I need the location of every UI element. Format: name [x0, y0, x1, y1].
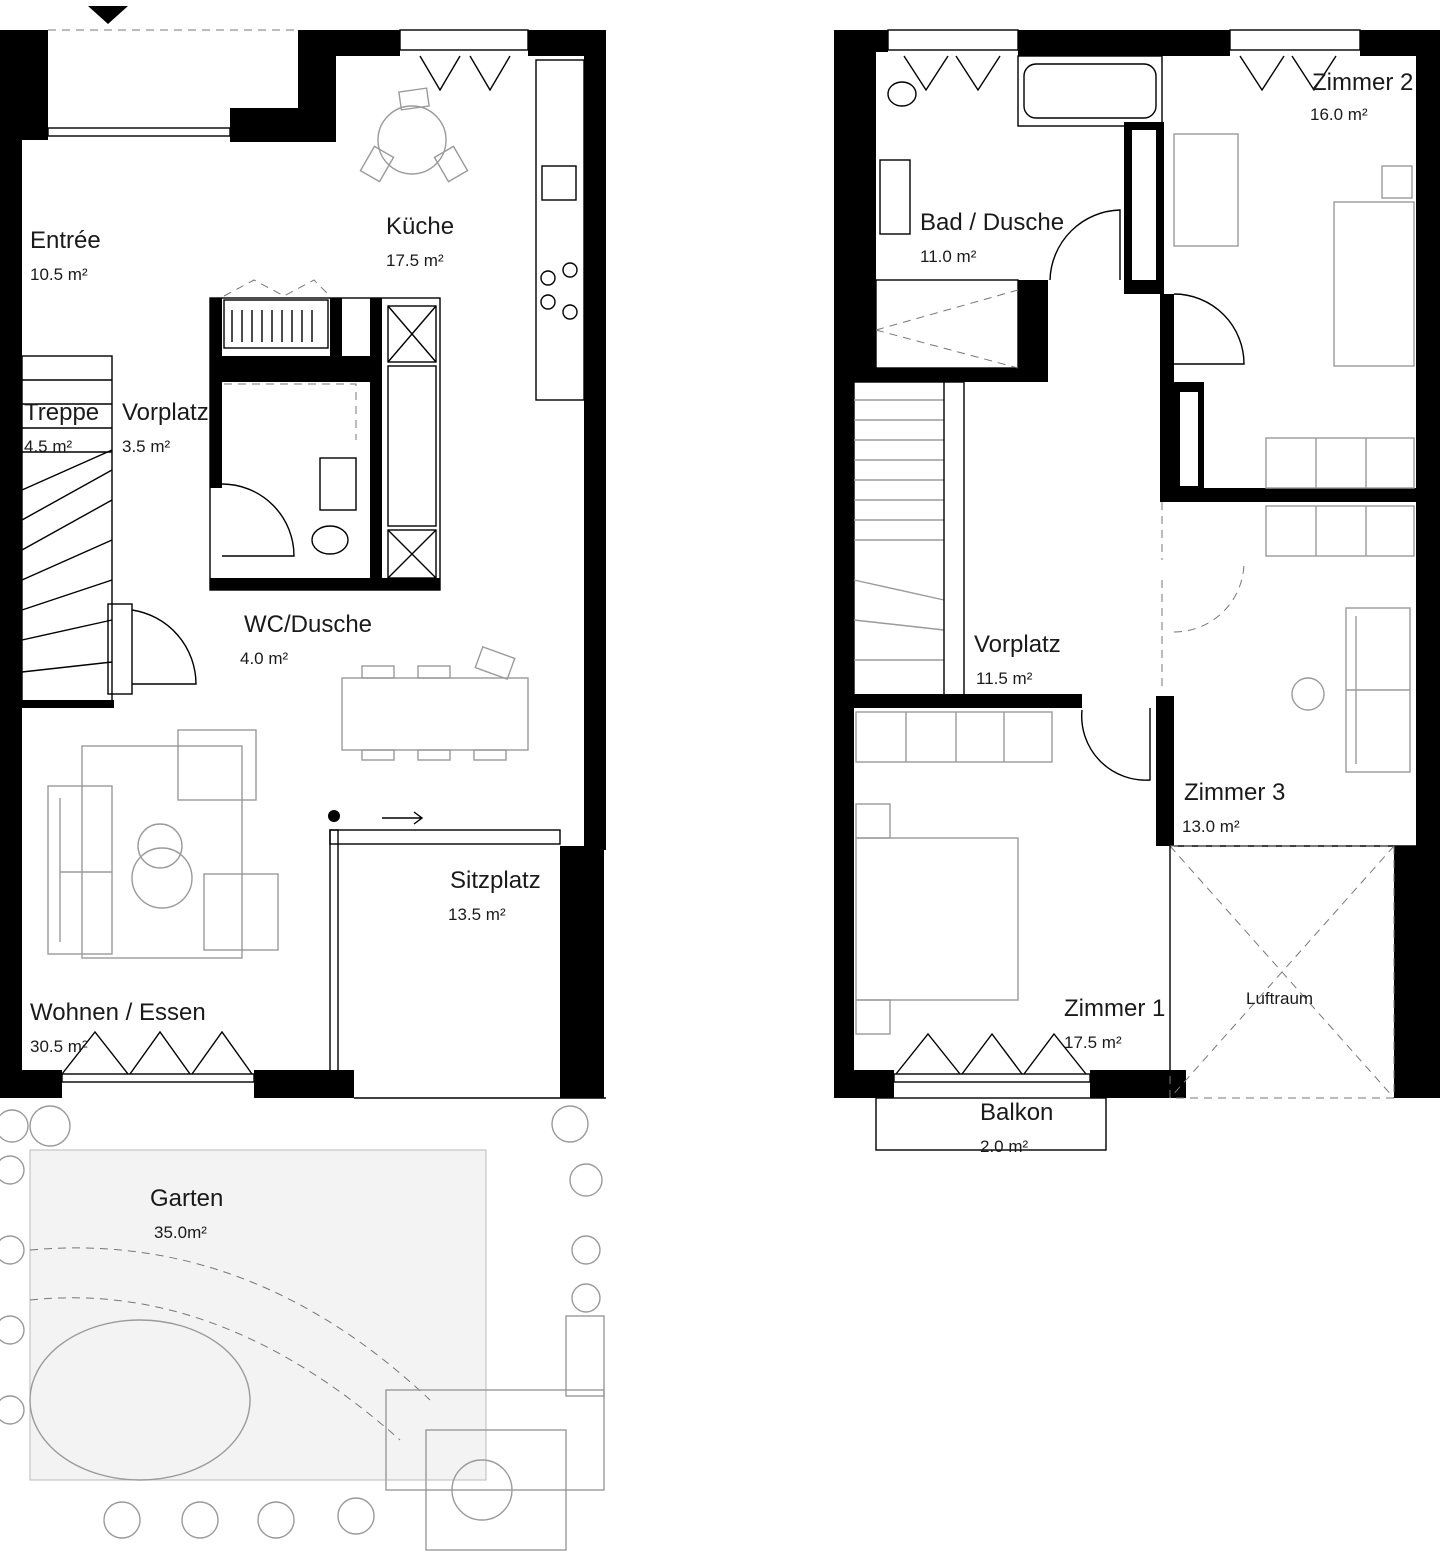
- og-sink: [879, 159, 911, 235]
- balkon: [875, 1097, 1107, 1151]
- room-name-sitzplatz: Sitzplatz: [450, 867, 541, 894]
- shower-area: [224, 383, 357, 440]
- wc-sink: [319, 457, 357, 511]
- room-name-bad: Bad / Dusche: [920, 209, 1064, 236]
- door-swing-bad[interactable]: [1049, 209, 1121, 281]
- door-frame-treppe: [107, 603, 133, 695]
- dining-table: [341, 645, 529, 761]
- wc-wall-b: [370, 298, 382, 590]
- og-wall-left: [834, 30, 854, 1098]
- wall-entry-left: [22, 30, 48, 140]
- arrow-icon: [382, 811, 424, 825]
- cooktop-icon: [540, 262, 578, 320]
- kitchen-sink: [541, 165, 577, 201]
- room-name-balkon: Balkon: [980, 1099, 1053, 1126]
- zimmer2-furniture: [1173, 133, 1415, 489]
- wall-entry-step: [230, 108, 310, 142]
- ground-floor-plan: Entrée 10.5 m² Küche 17.5 m² Treppe 4.5 …: [0, 6, 606, 1551]
- kitchen-table: [359, 87, 469, 183]
- garden-lawn: [29, 1149, 487, 1481]
- room-area-garten: 35.0m²: [154, 1223, 207, 1242]
- window-kueche: [399, 29, 529, 51]
- wall-left: [0, 30, 22, 1098]
- room-name-zimmer1: Zimmer 1: [1064, 995, 1165, 1022]
- wc-wall-mid: [210, 356, 380, 382]
- plant-icon: [0, 1105, 603, 1539]
- sliding-door[interactable]: [329, 829, 561, 845]
- sitzplatz-wall: [329, 829, 339, 1075]
- room-name-zimmer2: Zimmer 2: [1312, 69, 1413, 96]
- garden-box: [425, 1429, 567, 1551]
- window-swing-wohnen: [61, 1030, 253, 1075]
- room-area-vorplatz: 3.5 m²: [122, 437, 171, 456]
- room-name-entree: Entrée: [30, 227, 101, 254]
- room-name-kueche: Küche: [386, 213, 454, 240]
- wall-right: [584, 30, 606, 850]
- door-swing-treppe[interactable]: [131, 609, 197, 685]
- living-furniture: [47, 729, 279, 959]
- wall-bottom-2: [254, 1070, 354, 1098]
- cabinet-3: [387, 529, 437, 579]
- wc-wall-left: [210, 298, 222, 488]
- door-swing-zimmer1[interactable]: [1081, 708, 1151, 781]
- og-toilet: [887, 81, 917, 107]
- room-area-kueche: 17.5 m²: [386, 251, 444, 270]
- window-zimmer2: [1229, 29, 1361, 51]
- og-staircase[interactable]: [853, 381, 965, 697]
- room-area-treppe: 4.5 m²: [24, 437, 73, 456]
- room-name-zimmer3: Zimmer 3: [1184, 779, 1285, 806]
- garden-path: [385, 1389, 605, 1491]
- room-area-balkon: 2.0 m²: [980, 1137, 1029, 1156]
- room-name-garten: Garten: [150, 1185, 223, 1212]
- wc-wall-bottom: [210, 578, 440, 590]
- window-zimmer1: [893, 1073, 1091, 1083]
- window-entry: [47, 127, 231, 137]
- zimmer1-furniture: [855, 711, 1053, 1035]
- window-wohnen: [61, 1073, 255, 1083]
- og-wall-top: [1018, 30, 1230, 56]
- og-shower: [875, 279, 1019, 369]
- cabinet-1: [387, 305, 437, 363]
- room-area-entree: 10.5 m²: [30, 265, 88, 284]
- wall-sitzplatz: [560, 846, 604, 1098]
- room-name-wohnen: Wohnen / Essen: [30, 999, 206, 1026]
- room-area-zimmer2: 16.0 m²: [1310, 105, 1368, 124]
- column-icon: [328, 810, 340, 822]
- wall-bottom-1: [22, 1070, 62, 1098]
- room-name-vorplatz: Vorplatz: [122, 399, 209, 426]
- stair-treads: [21, 379, 113, 673]
- bathtub: [1017, 55, 1163, 127]
- door-swing-zimmer2[interactable]: [1173, 293, 1245, 365]
- room-name-wc: WC/Dusche: [244, 611, 372, 638]
- window-swing-kueche: [419, 55, 511, 92]
- wc-toilet: [311, 525, 349, 555]
- room-name-treppe: Treppe: [24, 399, 99, 426]
- entrance-arrow-icon: [88, 6, 128, 24]
- upper-floor-plan: Bad / Dusche 11.0 m² Zimmer 2 16.0 m² Vo…: [834, 29, 1440, 1156]
- zimmer3-furniture: [1265, 505, 1415, 773]
- garden-tree: [29, 1319, 251, 1481]
- room-area-wohnen: 30.5 m²: [30, 1037, 88, 1056]
- cabinet-2: [387, 365, 437, 527]
- window-bad: [887, 29, 1019, 51]
- shelf-unit: [223, 299, 329, 349]
- kitchen-counter: [535, 59, 585, 401]
- wc-wall-a: [330, 298, 342, 358]
- room-area-zimmer1: 17.5 m²: [1064, 1033, 1122, 1052]
- luftraum-label: Luftraum: [1246, 989, 1313, 1008]
- og-wall-right: [1416, 30, 1440, 850]
- door-swing-wc[interactable]: [221, 483, 295, 557]
- room-area-sitzplatz: 13.5 m²: [448, 905, 506, 924]
- room-area-vorplatz-og: 11.5 m²: [976, 669, 1033, 688]
- room-name-vorplatz-og: Vorplatz: [974, 631, 1061, 658]
- room-area-wc: 4.0 m²: [240, 649, 289, 668]
- stair-wall: [22, 700, 114, 708]
- wall-top-1: [336, 30, 400, 56]
- room-area-bad: 11.0 m²: [920, 247, 977, 266]
- room-area-zimmer3: 13.0 m²: [1182, 817, 1240, 836]
